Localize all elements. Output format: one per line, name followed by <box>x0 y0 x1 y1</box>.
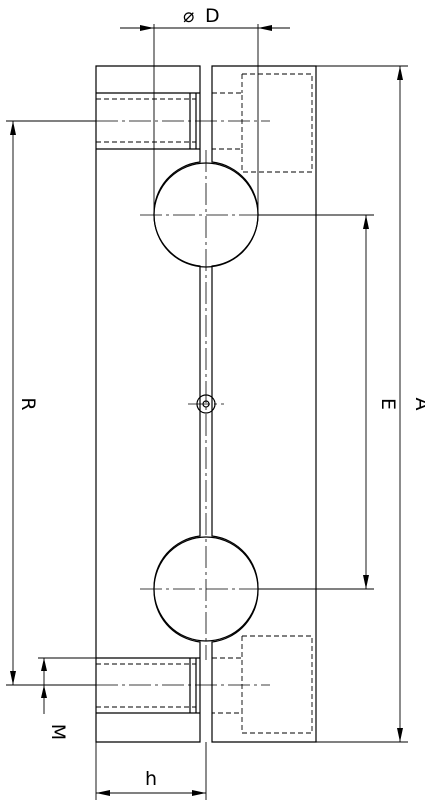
dimension-h: h <box>95 742 207 800</box>
dimension-D: ⌀ D <box>120 5 290 215</box>
upper-counterbore-right <box>212 73 313 173</box>
lower-bolt-left <box>96 657 200 714</box>
dim-D-symbol: ⌀ <box>183 5 194 27</box>
left-body-outline <box>95 65 201 743</box>
center-lines <box>96 120 272 686</box>
dim-h-label: h <box>145 768 157 790</box>
dim-A-label: A <box>411 398 425 411</box>
lower-counterbore-right <box>212 635 313 734</box>
dim-E-label: E <box>377 398 399 410</box>
dim-D-label: D <box>205 5 220 27</box>
dimension-E: E <box>258 214 399 590</box>
dim-R-label: R <box>17 397 39 410</box>
dim-M-label: M <box>47 724 69 740</box>
dimension-M: M <box>38 657 96 740</box>
dimension-R: R <box>6 120 96 686</box>
dimension-A: A <box>316 65 425 743</box>
